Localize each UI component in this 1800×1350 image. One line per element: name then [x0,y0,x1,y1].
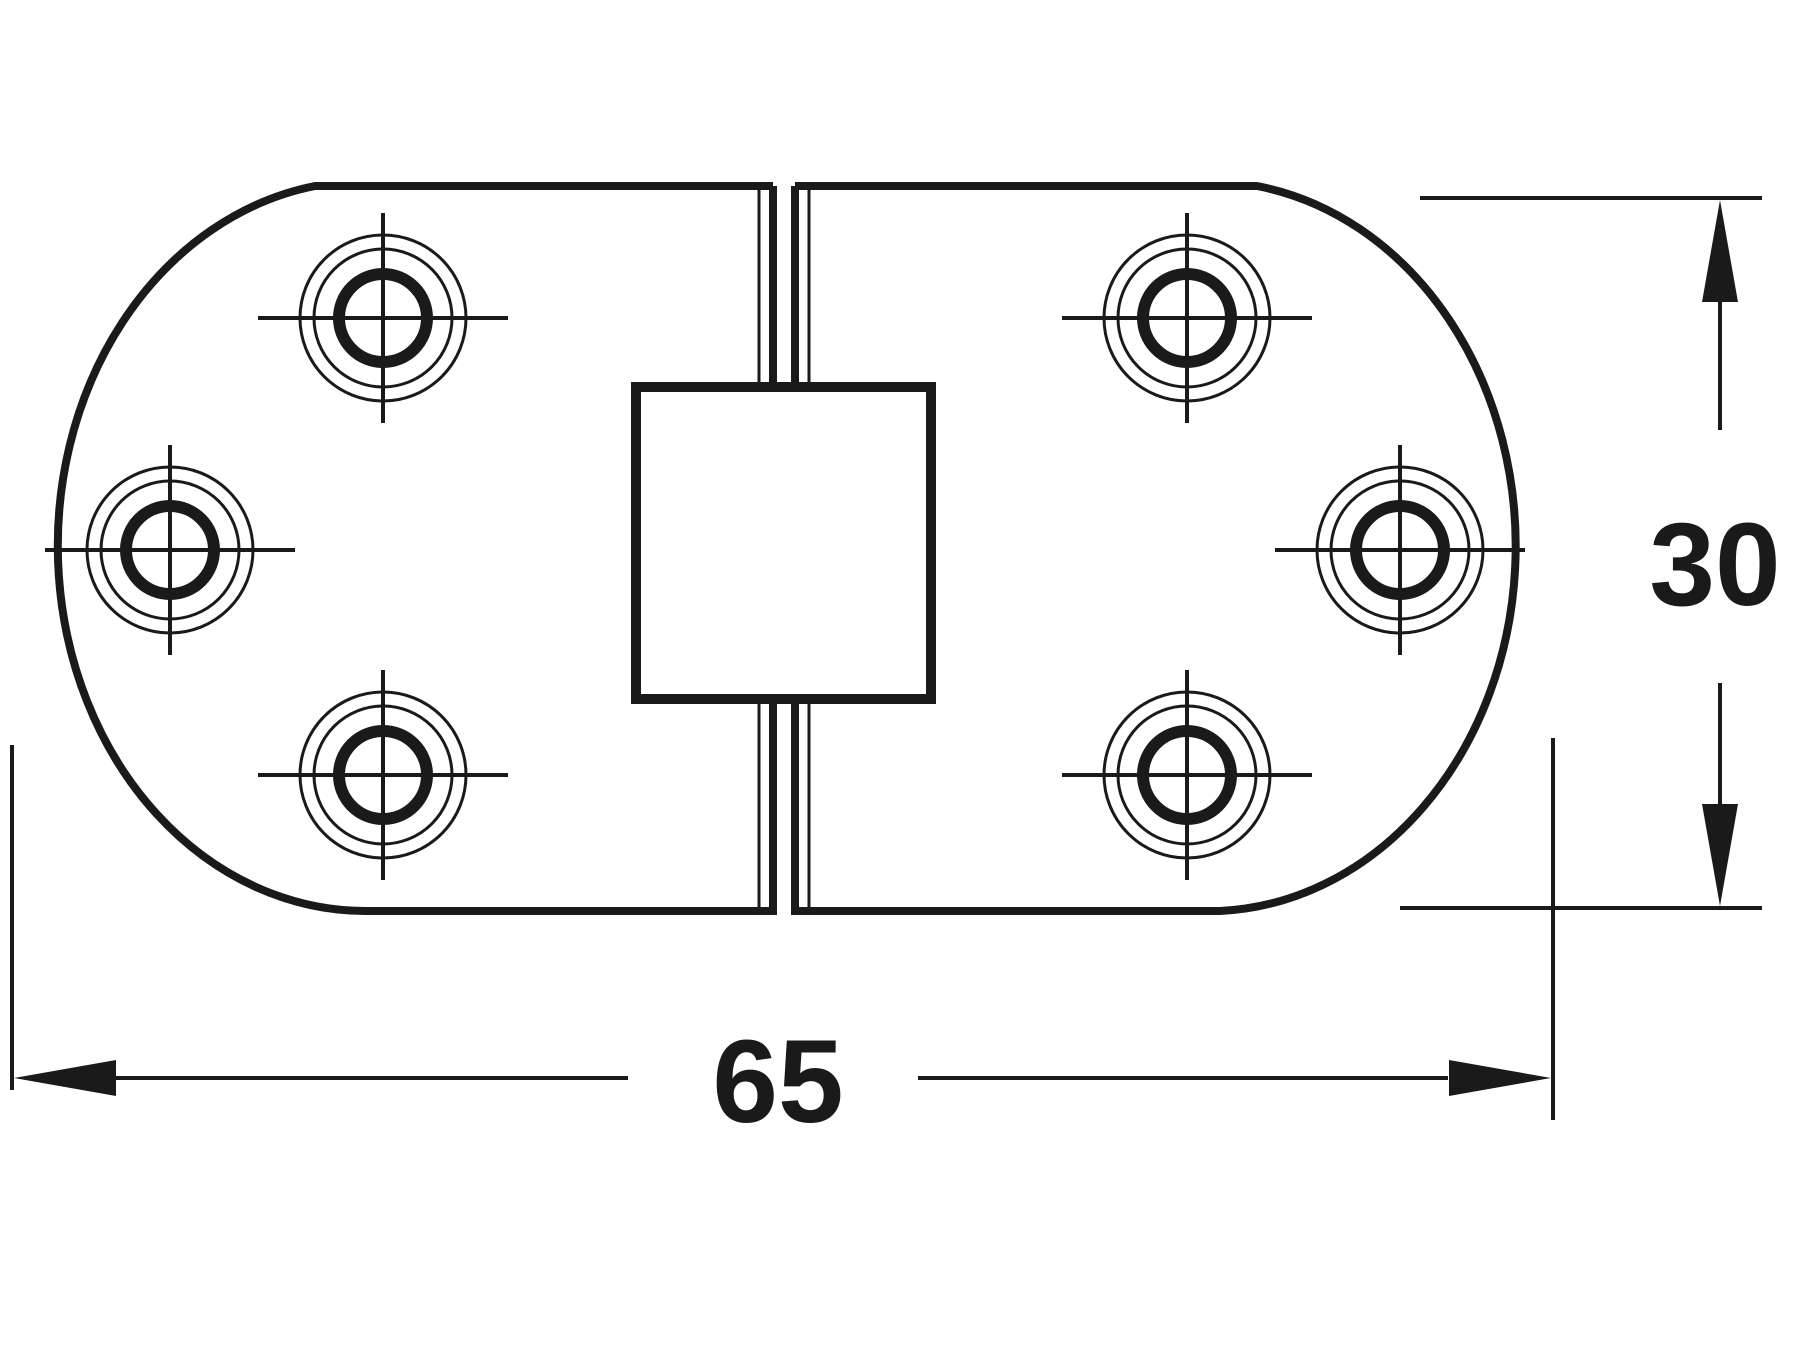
screw-hole-right-top [1062,213,1312,423]
center-knuckle-block [631,382,936,704]
screw-hole-left-top [258,213,508,423]
width-dimension-label: 65 [712,1016,843,1148]
screw-hole-right-middle [1275,445,1525,655]
screw-hole-left-middle [45,445,295,655]
width-dimension [10,738,1555,1120]
screw-hole-left-bottom [258,670,508,880]
knuckle-pin-lines [757,186,811,911]
screw-hole-group [45,213,1525,880]
height-dimension [1400,196,1762,910]
width-arrow-right [1449,1060,1551,1096]
right-leaf-outline [791,182,1520,915]
height-arrow-up [1702,200,1738,302]
width-arrow-left [14,1060,116,1096]
left-leaf-outline [53,182,777,915]
height-arrow-down [1702,804,1738,906]
screw-hole-right-bottom [1062,670,1312,880]
height-dimension-label: 30 [1649,499,1780,631]
